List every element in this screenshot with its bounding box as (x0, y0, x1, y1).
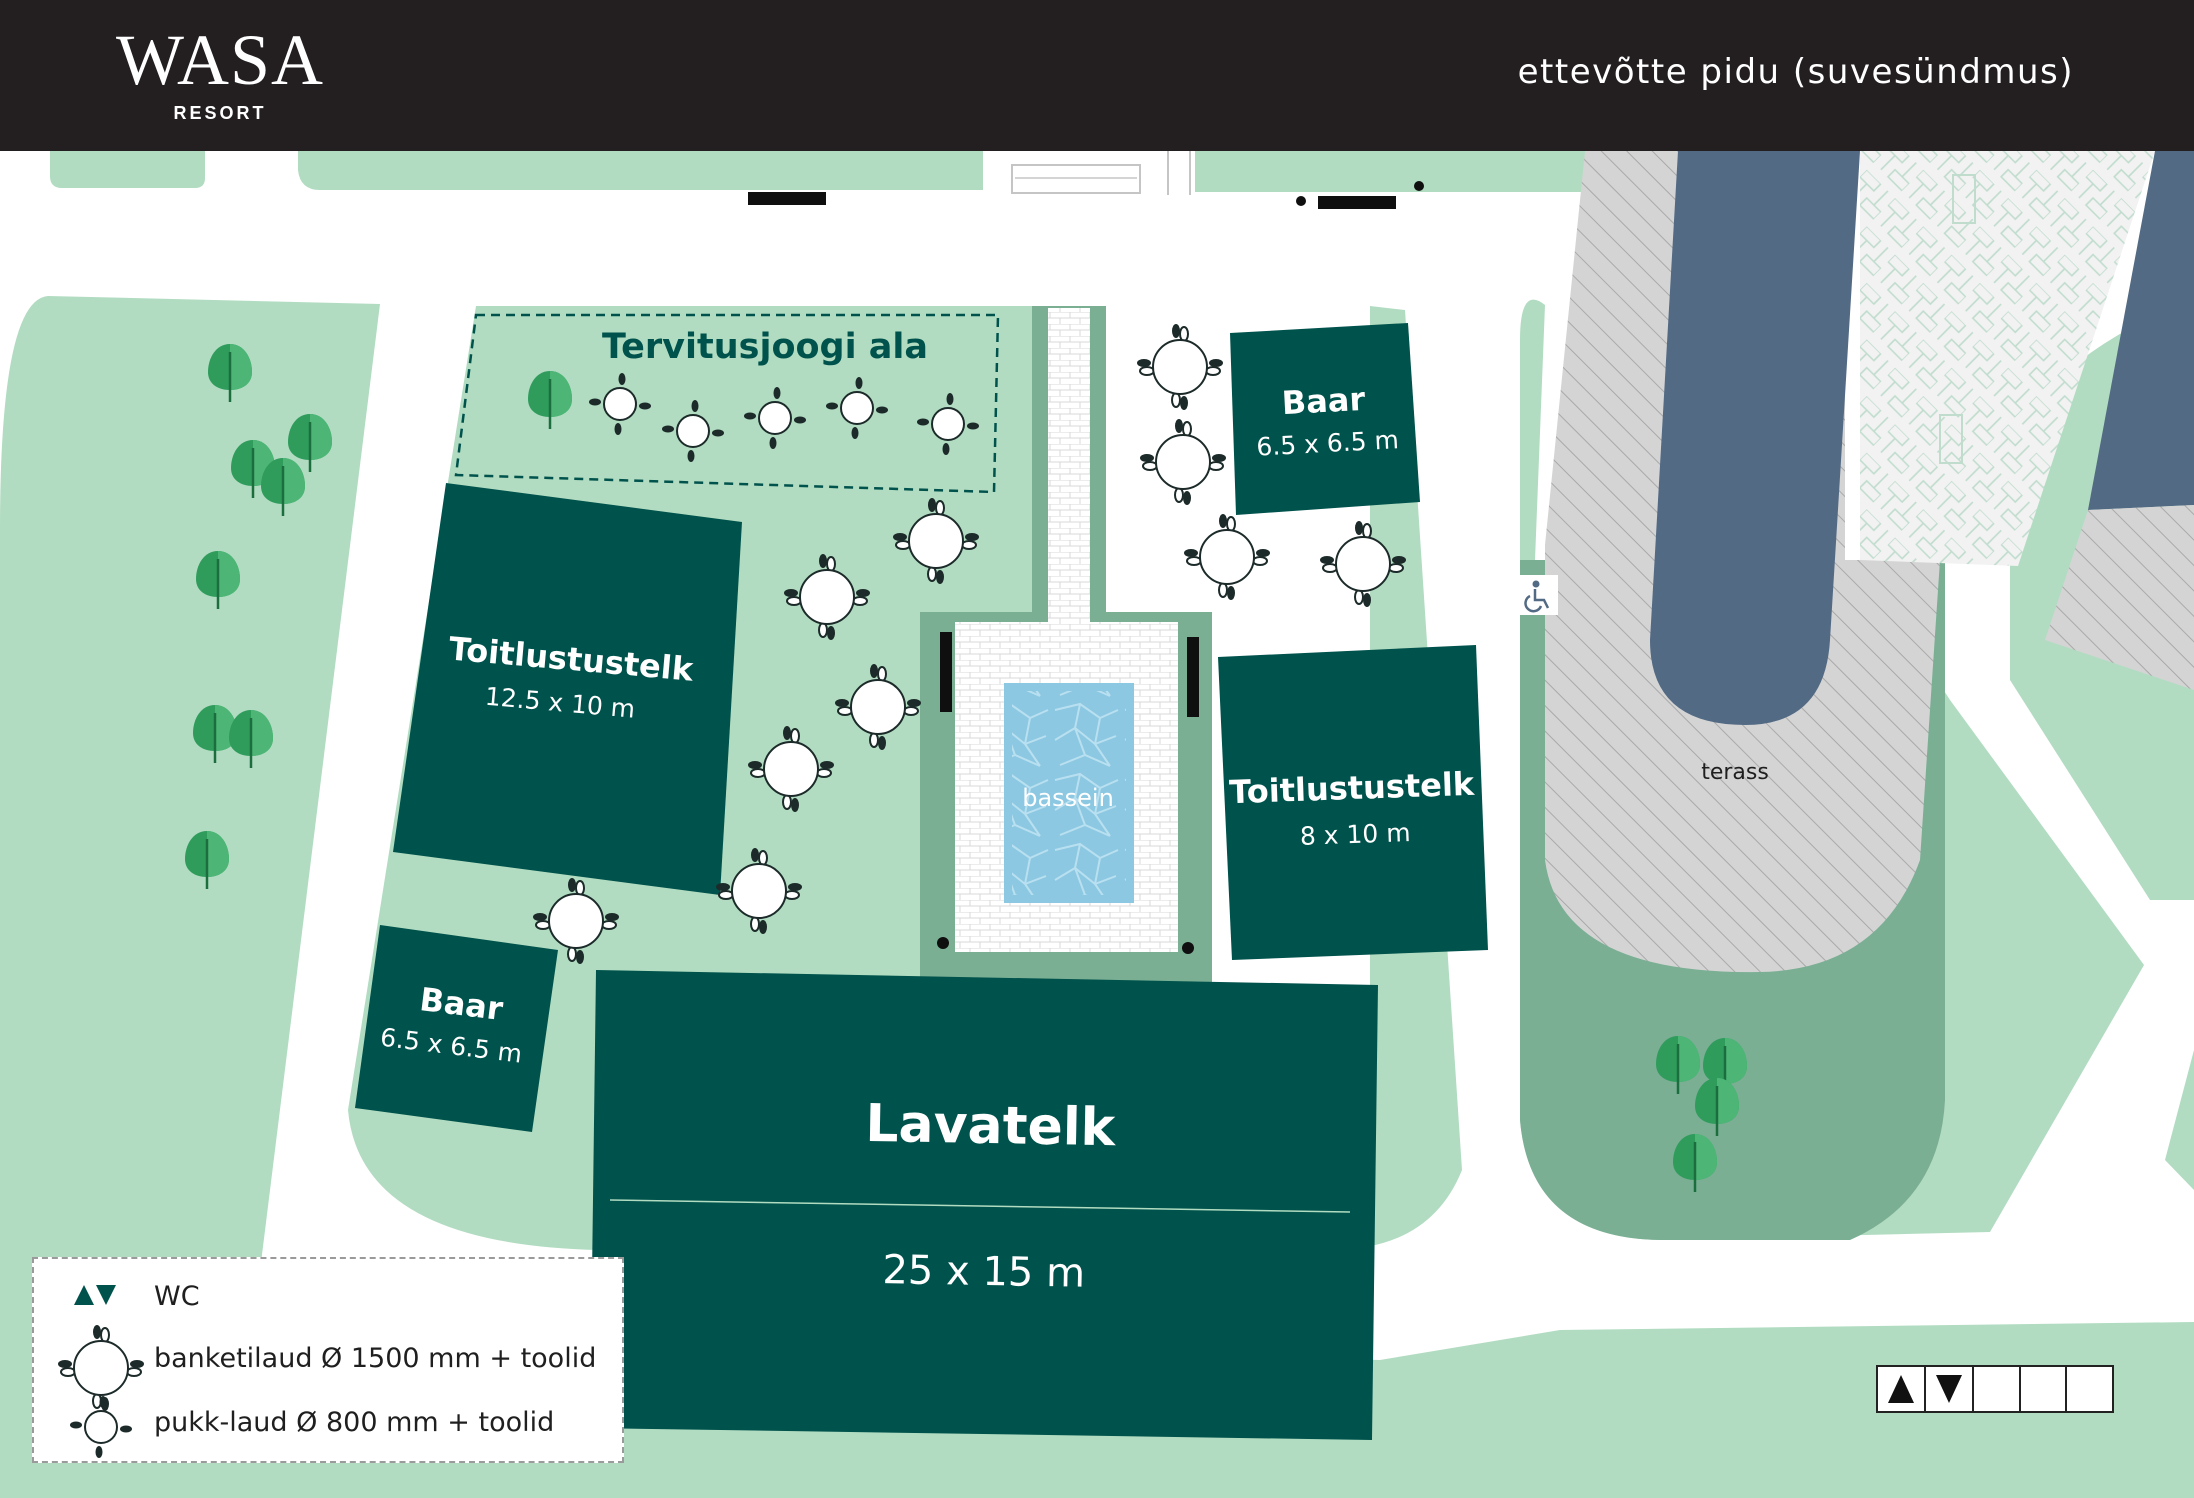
wc-box (2021, 1367, 2068, 1411)
road-details (748, 151, 1424, 209)
tent-name: Toitlustustelk (1229, 765, 1476, 812)
logo[interactable]: WASA (115, 20, 324, 100)
wc-box (2067, 1367, 2112, 1411)
stage-tent[interactable] (590, 970, 1378, 1440)
stage-tent-name: Lavatelk (865, 1094, 1117, 1158)
legend: WC banketilaud Ø 1500 mm + toolid pukk-l… (32, 1257, 624, 1463)
terrace-label: terass (1701, 760, 1769, 785)
wc-box (1926, 1367, 1974, 1411)
header-bar: WASA RESORT ettevõtte pidu (suvesündmus) (0, 0, 2194, 151)
pool-label: bassein (1022, 784, 1114, 812)
welcome-area-label: Tervitusjoogi ala (602, 327, 928, 367)
wc-box (1878, 1367, 1926, 1411)
legend-banquet-label: banketilaud Ø 1500 mm + toolid (154, 1343, 597, 1374)
catering-tent-left[interactable] (393, 483, 742, 895)
stage-tent-size: 25 x 15 m (882, 1247, 1085, 1297)
legend-trestle-label: pukk-laud Ø 800 mm + toolid (154, 1407, 555, 1438)
tent-size: 8 x 10 m (1299, 818, 1411, 851)
catering-tent-right[interactable] (1218, 645, 1488, 960)
bar-tent-left[interactable] (355, 925, 558, 1132)
logo-subtext: RESORT (173, 103, 267, 123)
wc-triangle-icon (1936, 1375, 1962, 1403)
wc-unit[interactable] (1876, 1365, 2114, 1413)
tent-name: Baar (1281, 380, 1366, 422)
terrace-building (1520, 151, 2194, 1240)
wc-triangle-icon (74, 1285, 116, 1305)
event-title: ettevõtte pidu (suvesündmus) (1517, 52, 2074, 92)
legend-wc-label: WC (154, 1281, 200, 1312)
wc-box (1974, 1367, 2021, 1411)
welcome-area-boundary (454, 313, 1000, 494)
stage-divider (609, 1199, 1351, 1213)
wheelchair-icon (1520, 575, 1558, 615)
tents (355, 323, 1488, 1440)
wc-triangle-icon (1888, 1375, 1914, 1403)
trestle-table-icon (70, 1396, 132, 1458)
bar-tent-right[interactable] (1230, 323, 1420, 515)
pool-area (920, 306, 1212, 985)
